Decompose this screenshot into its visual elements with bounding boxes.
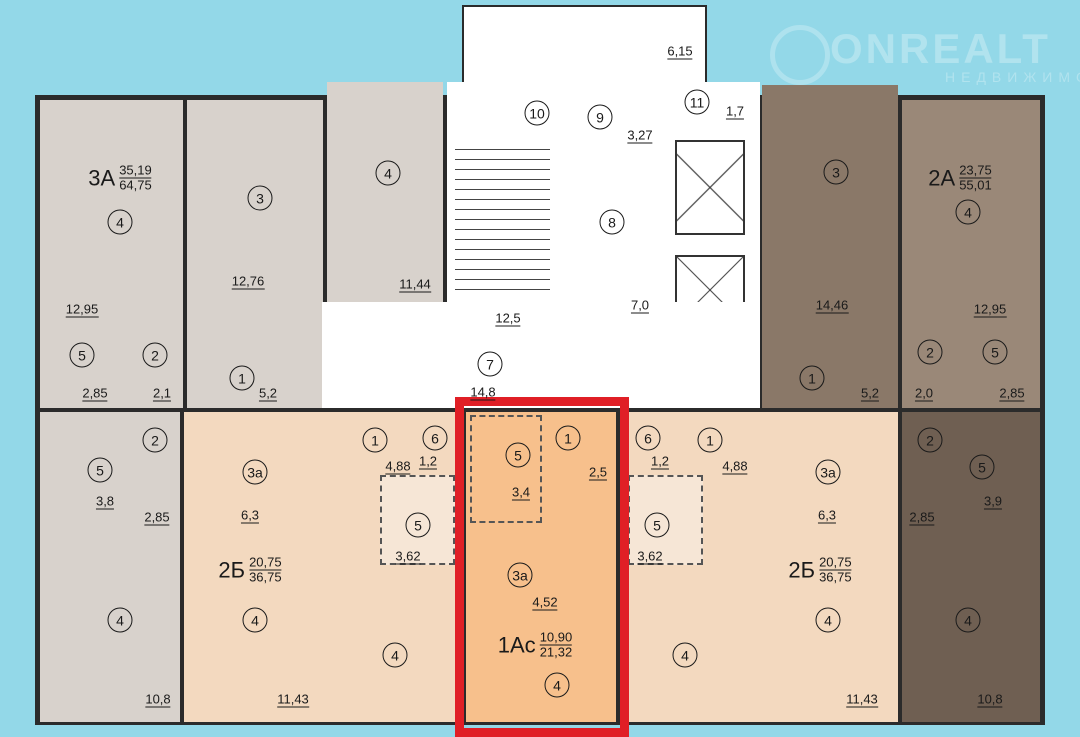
area-value: 1,2 (418, 453, 438, 470)
area-value: 2,85 (999, 385, 1025, 402)
area-value: 4,52 (532, 594, 558, 611)
room-number: 5 (982, 339, 1008, 365)
area-value: 6,15 (667, 43, 693, 60)
room-number: 1 (362, 427, 388, 453)
apartment-3a-room3 (187, 100, 323, 408)
area-value: 2,0 (914, 385, 934, 402)
room-number: 1 (697, 427, 723, 453)
watermark-brand: ONREALT (830, 25, 1051, 72)
area-value: 11,43 (277, 691, 309, 708)
room-number: 4 (375, 160, 401, 186)
area-value: 2,85 (909, 509, 935, 526)
room-number: 7 (477, 351, 503, 377)
apartment-2b-right (620, 412, 898, 722)
elevator-1 (675, 140, 745, 235)
room-number: 5 (644, 512, 670, 538)
room-number: 5 (969, 454, 995, 480)
room-number: 3а (815, 459, 841, 485)
room-number: 2 (917, 339, 943, 365)
area-value: 1,2 (650, 453, 670, 470)
room-number: 9 (587, 104, 613, 130)
room-number: 4 (107, 607, 133, 633)
area-value: 12,5 (495, 310, 521, 327)
room-number: 8 (599, 209, 625, 235)
area-value: 11,44 (399, 276, 431, 293)
area-value: 10,8 (977, 691, 1003, 708)
room-number: 6 (422, 425, 448, 451)
apartment-2b-left (184, 412, 462, 722)
room-number: 4 (242, 607, 268, 633)
area-value: 4,88 (385, 458, 411, 475)
house-logo-icon (770, 25, 830, 85)
room-number: 4 (815, 607, 841, 633)
area-value: 6,3 (817, 507, 837, 524)
room-number: 3 (247, 185, 273, 211)
room-number: 11 (684, 89, 710, 115)
room-number: 4 (955, 607, 981, 633)
room-number: 2 (142, 427, 168, 453)
area-value: 12,95 (973, 301, 1007, 318)
area-value: 3,4 (511, 484, 531, 501)
corridor (322, 302, 760, 408)
area-value: 7,0 (630, 297, 650, 314)
watermark-sub: НЕДВИЖИМОСТЬ (945, 69, 1080, 85)
area-value: 2,85 (82, 385, 108, 402)
area-value: 3,62 (637, 548, 663, 565)
room-number: 4 (672, 642, 698, 668)
area-value: 14,46 (815, 297, 849, 314)
room-number: 2 (917, 427, 943, 453)
apartment-2a-rooms (762, 85, 898, 408)
area-value: 3,9 (983, 493, 1003, 510)
room-number: 4 (544, 672, 570, 698)
area-value: 4,88 (722, 458, 748, 475)
room-number: 5 (87, 457, 113, 483)
room-number: 2 (142, 342, 168, 368)
area-value: 3,62 (395, 548, 421, 565)
area-value: 3,27 (627, 127, 653, 144)
area-value: 5,2 (258, 385, 278, 402)
area-value: 12,76 (231, 273, 265, 290)
room-number: 4 (382, 642, 408, 668)
room-number: 3 (823, 159, 849, 185)
area-value: 14,8 (470, 384, 496, 401)
room-number: 10 (524, 100, 550, 126)
area-value: 10,8 (145, 691, 171, 708)
area-value: 11,43 (846, 691, 878, 708)
area-value: 5,2 (860, 385, 880, 402)
room-number: 1 (555, 425, 581, 451)
apartment-3a-room4 (327, 82, 443, 302)
room-number: 5 (505, 442, 531, 468)
balcony-top (462, 5, 707, 85)
room-number: 5 (69, 342, 95, 368)
area-value: 2,1 (152, 385, 172, 402)
area-value: 2,85 (144, 509, 170, 526)
staircase (455, 140, 550, 290)
bathroom-1ac (470, 415, 542, 523)
room-number: 3а (507, 562, 533, 588)
apartment-lower-left (40, 412, 180, 722)
room-number: 1 (799, 365, 825, 391)
room-number: 4 (955, 199, 981, 225)
room-number: 5 (405, 512, 431, 538)
room-number: 1 (229, 365, 255, 391)
area-value: 1,7 (725, 103, 745, 120)
room-number: 6 (635, 425, 661, 451)
watermark: ONREALT НЕДВИЖИМОСТЬ (770, 25, 1080, 85)
area-value: 12,95 (65, 301, 99, 318)
area-value: 6,3 (240, 507, 260, 524)
area-value: 2,5 (588, 464, 608, 481)
room-number: 4 (107, 209, 133, 235)
area-value: 3,8 (95, 493, 115, 510)
room-number: 3а (242, 459, 268, 485)
highlight-frame (455, 397, 629, 737)
